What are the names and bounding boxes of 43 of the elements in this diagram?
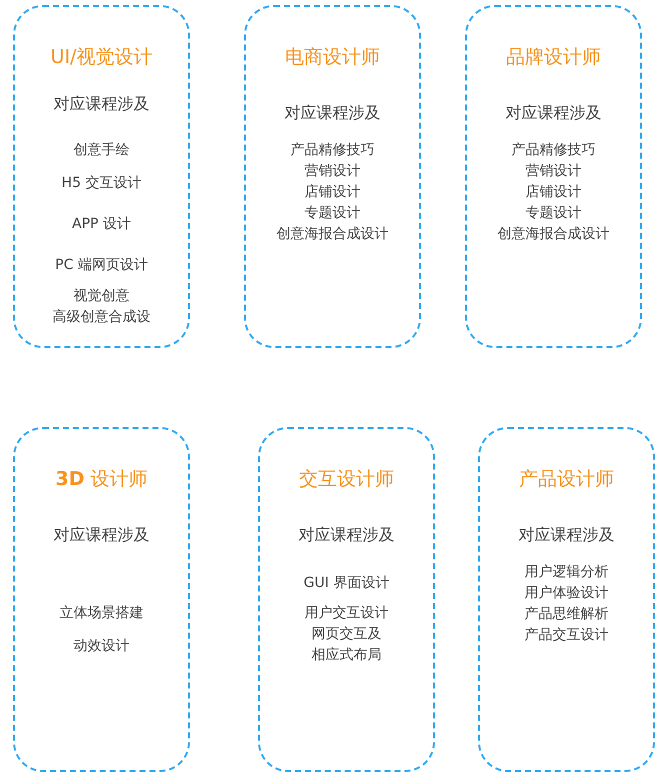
course-item: 专题设计 [524,204,582,223]
course-item: 产品精修技巧 [510,141,596,160]
course-item: 创意海报合成设计 [276,225,390,244]
course-item: 店铺设计 [304,183,362,202]
card-subtitle: 对应课程涉及 [52,524,150,545]
card-subtitle: 对应课程涉及 [298,524,396,545]
course-card [258,427,435,772]
card-title: 产品设计师 [518,469,615,490]
course-item: 用户体验设计 [524,584,610,603]
card-subtitle: 对应课程涉及 [52,93,150,114]
card-subtitle: 对应课程涉及 [284,102,382,123]
course-item: 用户逻辑分析 [524,563,610,582]
course-item: 立体场景搭建 [58,604,144,623]
course-item: 产品精修技巧 [290,141,376,160]
course-item: APP 设计 [71,215,132,234]
course-item: H5 交互设计 [60,174,142,193]
course-item: 用户交互设计 [304,604,390,623]
card-title: UI/视觉设计 [50,47,154,68]
course-item: PC 端网页设计 [54,256,149,275]
card-subtitle: 对应课程涉及 [504,102,602,123]
course-item: 创意海报合成设计 [496,225,610,244]
course-card [13,427,190,772]
course-item: 网页交互及相应式布局 [310,625,382,665]
course-item: 营销设计 [524,162,582,181]
course-item: 创意手绘 [72,141,130,160]
course-card [478,427,655,772]
course-card [244,5,421,348]
course-item: 视觉创意 [72,287,130,306]
course-item: 营销设计 [304,162,362,181]
course-card [13,5,190,348]
card-title: 交互设计师 [298,469,395,490]
card-subtitle: 对应课程涉及 [518,524,616,545]
course-item: 店铺设计 [524,183,582,202]
course-item: 专题设计 [304,204,362,223]
course-item: 产品交互设计 [524,626,610,645]
card-title: 品牌设计师 [505,47,602,68]
card-title: 3D 设计师 [54,469,149,490]
course-card [465,5,642,348]
course-item: GUI 界面设计 [302,574,390,593]
course-item: 动效设计 [72,637,130,656]
course-item: 高级创意合成设 [52,308,152,327]
course-item: 产品思维解析 [524,605,610,624]
card-title: 电商设计师 [284,47,381,68]
